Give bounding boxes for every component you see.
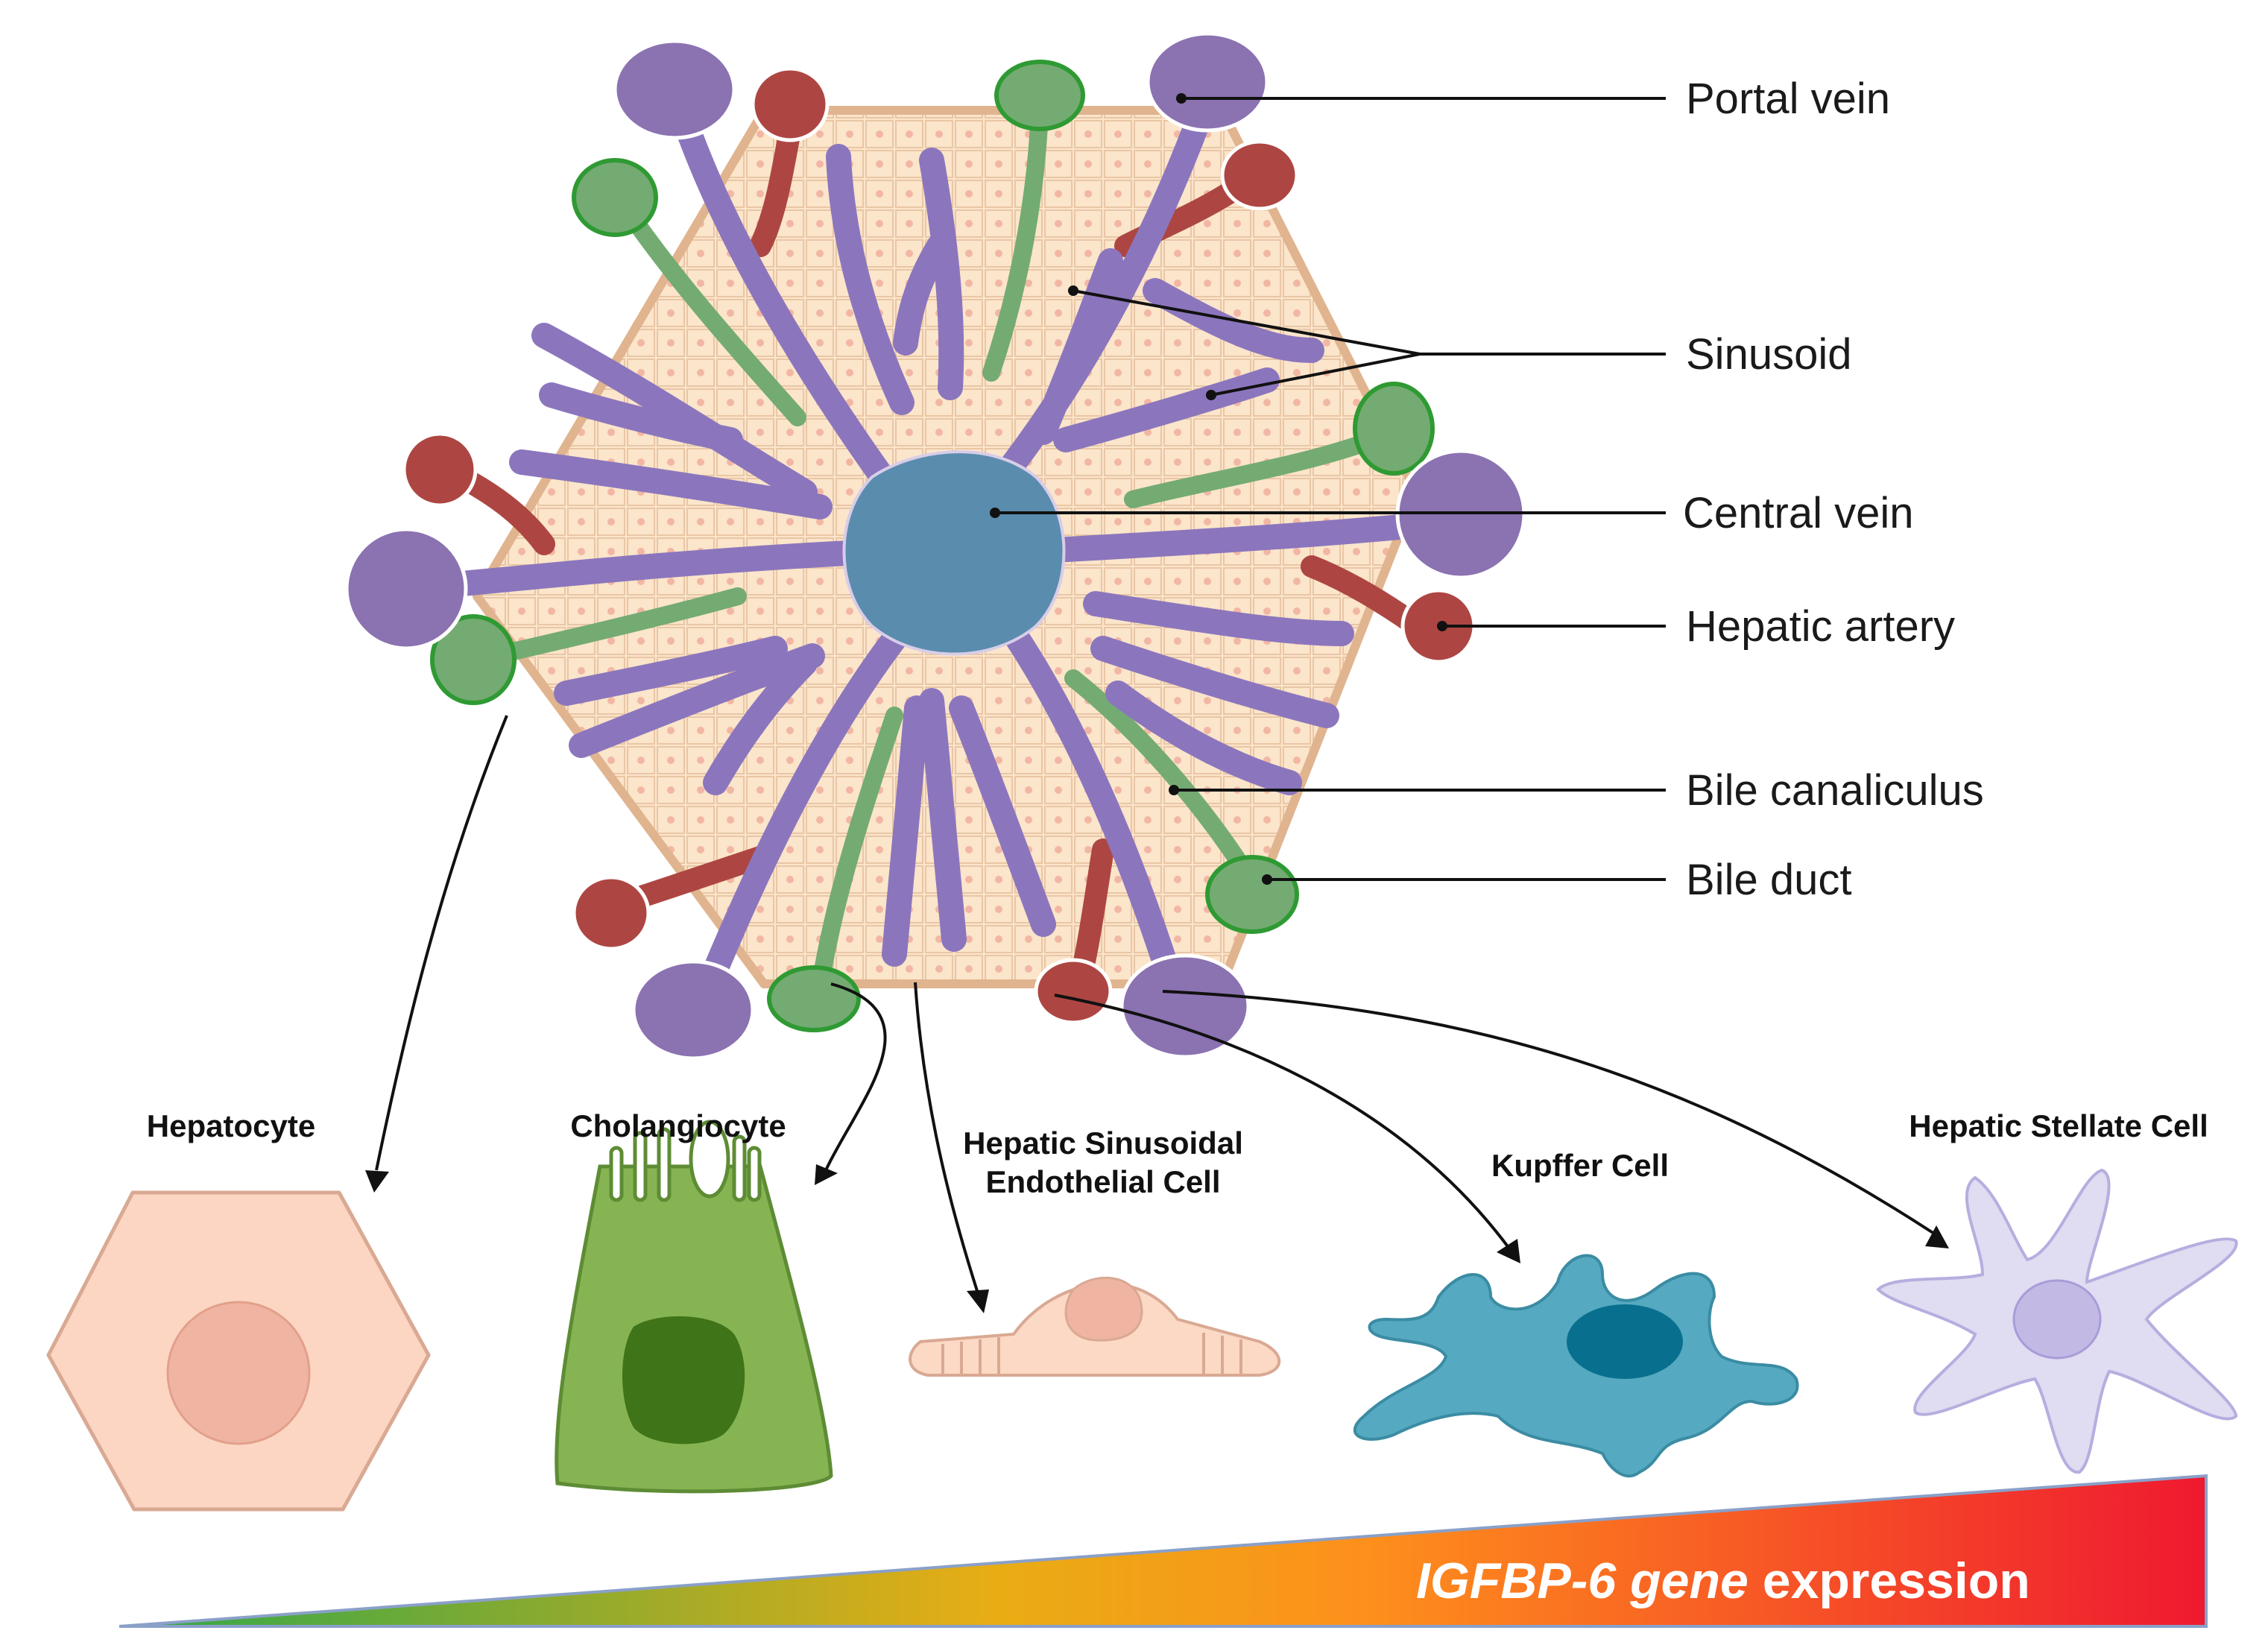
expression-caption: IGFBP-6 gene expression	[1416, 1553, 2030, 1609]
lsec-nucleus	[1064, 1276, 1143, 1342]
hepatocyte-nucleus	[166, 1301, 311, 1445]
hepatocyte-title: Hepatocyte	[147, 1108, 315, 1143]
cholangiocyte-title: Cholangiocyte	[570, 1108, 786, 1143]
leader-dots	[990, 93, 1447, 885]
hepatic-artery-bulbs	[402, 66, 1476, 1025]
leader-lines	[995, 97, 1666, 881]
lsec-title-line1: Hepatic Sinusoidal	[963, 1125, 1243, 1161]
cell-type-arrows	[375, 715, 1936, 1294]
kupffer-title: Kupffer Cell	[1491, 1148, 1669, 1183]
label-bile-canaliculus: Bile canaliculus	[1686, 766, 1984, 815]
label-sinusoid: Sinusoid	[1686, 330, 1851, 379]
label-portal-vein: Portal vein	[1686, 75, 1890, 123]
cholangiocyte-microvilli	[609, 1120, 762, 1202]
stellate-title: Hepatic Stellate Cell	[1909, 1108, 2208, 1143]
lsec-title-line2: Endothelial Cell	[985, 1164, 1220, 1199]
kupffer-cell	[1353, 1254, 1799, 1478]
cholangiocyte-nucleus	[622, 1316, 745, 1444]
cell-type-arrowheads	[365, 1164, 1949, 1313]
expression-gradient-wedge	[119, 1474, 2208, 1628]
stellate-cell	[1876, 1168, 2238, 1474]
lsec-fenestrae	[941, 1333, 1242, 1374]
sinusoids	[397, 73, 1466, 1019]
label-hepatic-artery: Hepatic artery	[1686, 602, 1955, 651]
structure-labels: Portal vein Sinusoid Central vein Hepati…	[1683, 75, 1984, 904]
liver-lobule	[344, 31, 1526, 1061]
kupffer-nucleus	[1567, 1304, 1683, 1379]
stellate-nucleus	[2012, 1279, 2102, 1360]
central-vein	[842, 450, 1066, 656]
hepatocyte-cell	[46, 1190, 431, 1512]
expression-word: expression	[1749, 1553, 2030, 1609]
label-bile-duct: Bile duct	[1686, 856, 1851, 904]
lsec-cell	[909, 1276, 1281, 1377]
cholangiocyte-cell	[555, 1120, 833, 1494]
expression-gene-name: IGFBP-6 gene	[1416, 1553, 1749, 1609]
bile-duct-bulbs	[430, 60, 1435, 1032]
label-central-vein: Central vein	[1683, 489, 1913, 537]
